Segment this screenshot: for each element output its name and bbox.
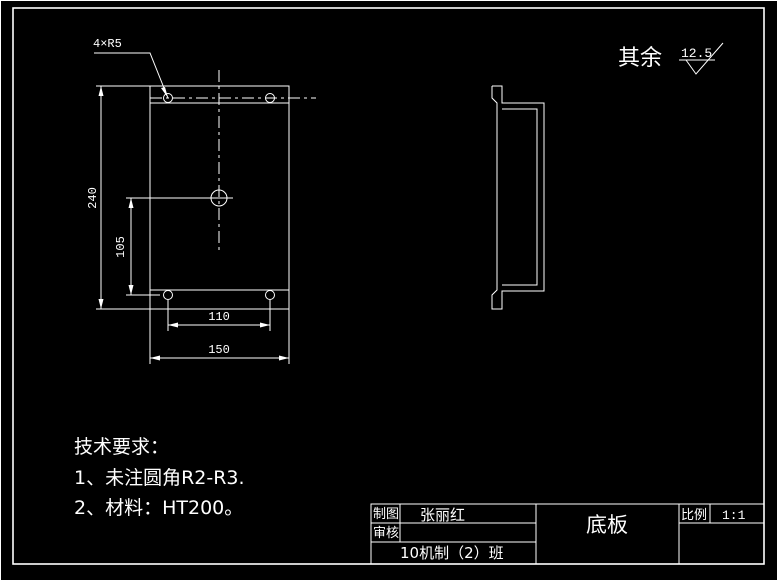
- drawn-by: 张丽红: [420, 506, 465, 524]
- dim-text-105: 105: [114, 236, 128, 258]
- dimension-110: 110: [167, 300, 271, 331]
- scale-label: 比例: [681, 508, 707, 523]
- arrow-240-bottom: [98, 299, 104, 309]
- side-view: [491, 85, 545, 310]
- class-info: 10机制（2）班: [400, 544, 504, 562]
- dim-text-150: 150: [208, 343, 230, 357]
- dimension-240: 240: [86, 85, 150, 310]
- dim-text-110: 110: [208, 310, 230, 324]
- hole-bottom-left: [163, 290, 173, 300]
- arrow-240-top: [98, 86, 104, 96]
- arrow-150-right: [279, 355, 289, 361]
- roughness-symbol: 其余 12.5: [618, 42, 724, 75]
- roughness-check: [685, 42, 724, 75]
- part-name: 底板: [586, 513, 628, 537]
- hole-callout-text: 4×R5: [93, 37, 122, 51]
- hole-bottom-right: [265, 290, 275, 300]
- tech-req-item-1: 1、未注圆角R2-R3.: [74, 467, 245, 489]
- hole-callout-arrow: [161, 87, 168, 98]
- dimension-150: 150: [149, 309, 290, 364]
- side-profile-inner: [502, 108, 538, 286]
- side-profile-outer: [491, 85, 545, 310]
- title-block-frame: [370, 503, 765, 565]
- tech-req-heading: 技术要求：: [74, 436, 169, 458]
- roughness-value: 12.5: [681, 46, 712, 61]
- title-block: 制图 张丽红 审核 10机制（2）班 底板 比例 1:1: [370, 503, 765, 565]
- drawn-label: 制图: [373, 507, 399, 522]
- dimension-105: 105: [114, 197, 211, 296]
- arrow-150-left: [150, 355, 160, 361]
- tech-req-item-2: 2、材料：HT200。: [74, 497, 243, 519]
- hole-callout-leader: [94, 52, 169, 99]
- arrow-105-bottom: [128, 285, 134, 295]
- roughness-note: 其余: [618, 46, 662, 71]
- scale-value: 1:1: [722, 508, 746, 523]
- arrow-110-left: [168, 322, 178, 328]
- arrow-110-right: [260, 322, 270, 328]
- front-view: 4×R5: [93, 37, 316, 310]
- technical-requirements: 技术要求： 1、未注圆角R2-R3. 2、材料：HT200。: [74, 436, 245, 519]
- reviewed-label: 审核: [373, 526, 399, 541]
- arrow-105-top: [128, 198, 134, 208]
- hole-top-left: [163, 93, 173, 103]
- dim-text-240: 240: [86, 187, 100, 209]
